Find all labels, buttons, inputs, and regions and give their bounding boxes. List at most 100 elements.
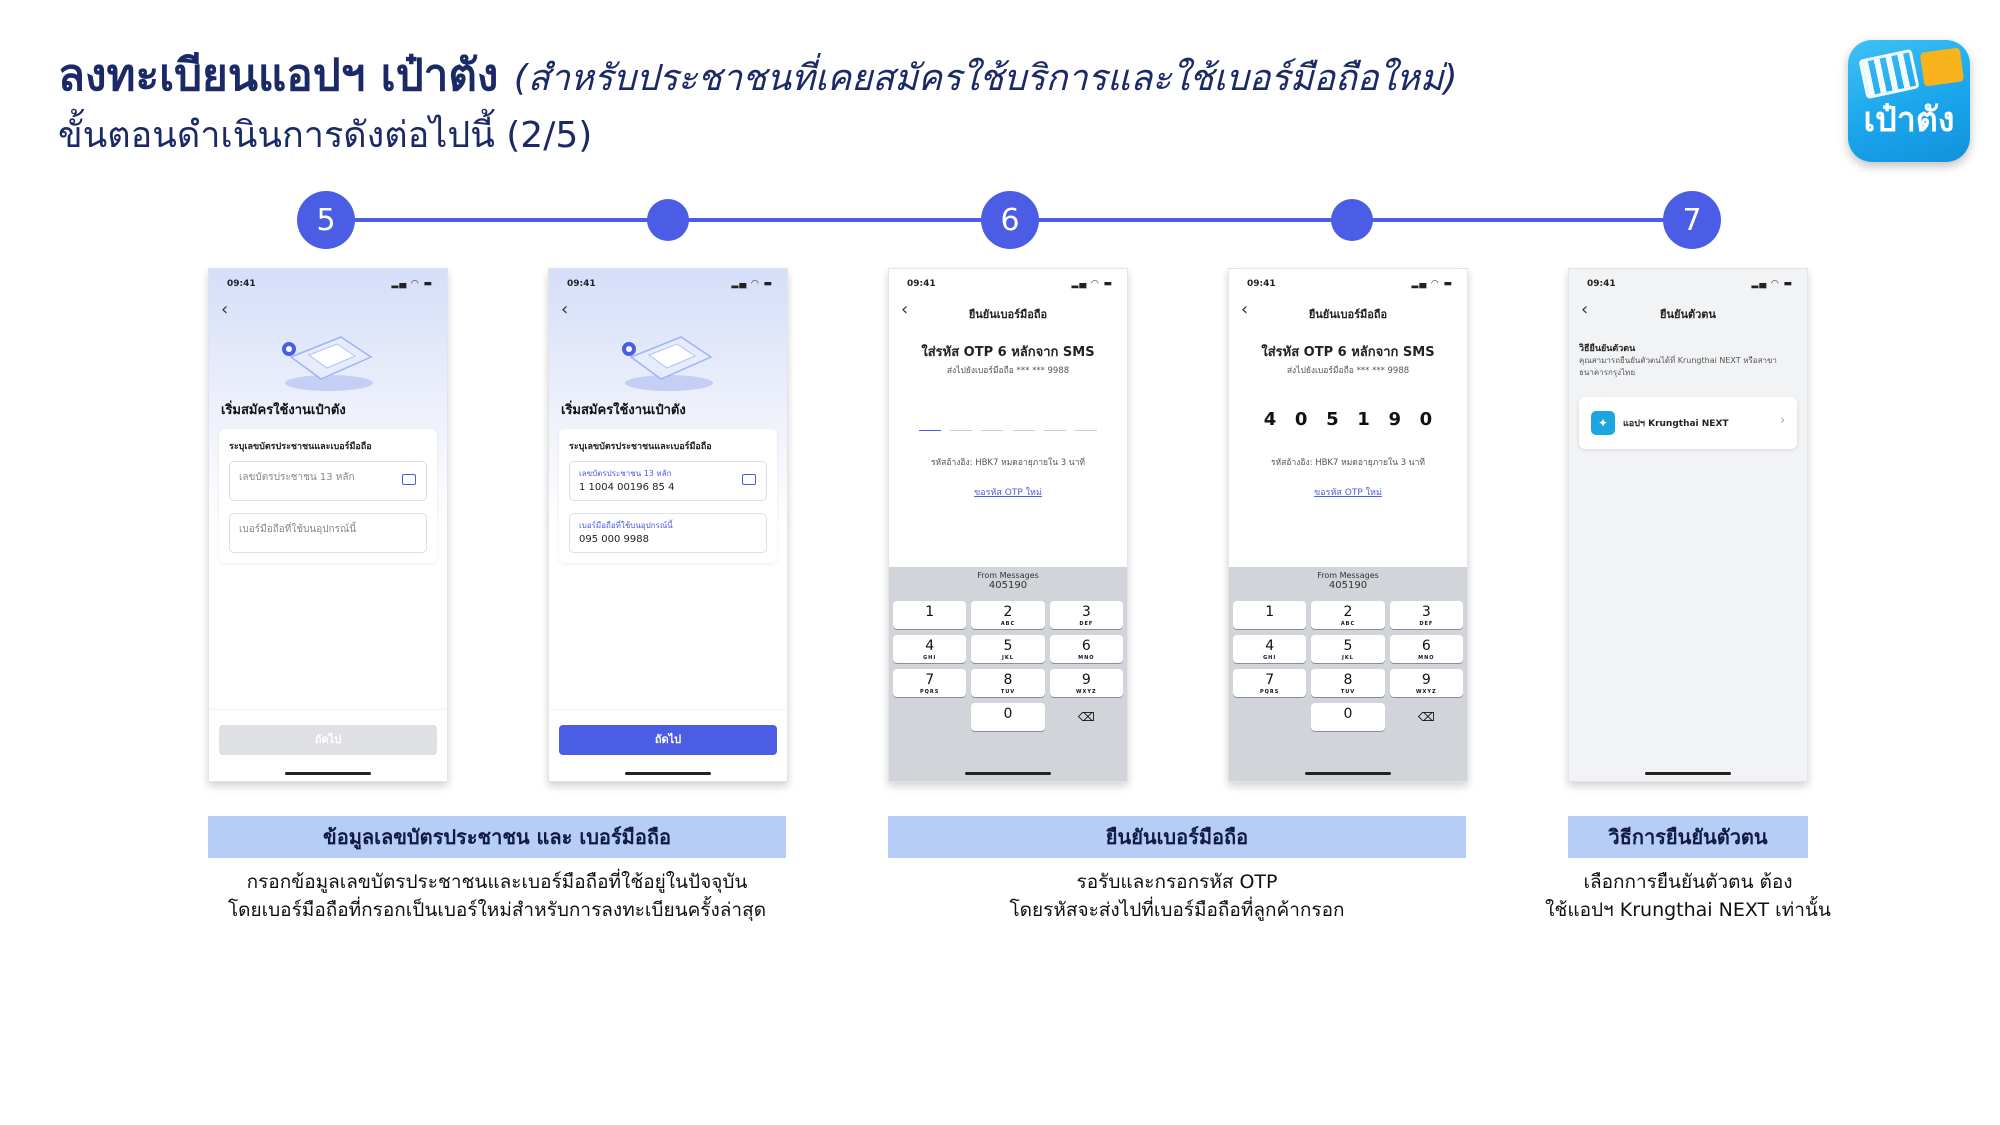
- resend-otp-link[interactable]: ขอรหัส OTP ใหม่: [1314, 488, 1382, 498]
- back-icon[interactable]: ‹: [901, 299, 909, 320]
- status-bar: 09:41▂▄ ◠ ▬: [1247, 279, 1453, 289]
- caption-1-title: ข้อมูลเลขบัตรประชาชน และ เบอร์มือถือ: [208, 816, 786, 858]
- otp-suggestion[interactable]: From Messages 405190: [977, 571, 1039, 591]
- krungthai-next-option[interactable]: ✦ แอปฯ Krungthai NEXT ›: [1579, 397, 1797, 449]
- phone-register-filled: 09:41▂▄ ◠ ▬ ‹ เริ่มสมัครใช้งานเป๋าตัง ระ…: [548, 268, 788, 782]
- id-card-illustration-icon: [622, 336, 713, 391]
- otp-suggestion[interactable]: From Messages 405190: [1317, 571, 1379, 591]
- verify-description: คุณสามารถยืนยันตัวตนได้ที่ Krungthai NEX…: [1579, 356, 1777, 377]
- camera-icon[interactable]: [742, 474, 756, 485]
- page-subtitle: ขั้นตอนดำเนินการดังต่อไปนี้ (2/5): [58, 115, 593, 156]
- register-heading: เริ่มสมัครใช้งานเป๋าตัง: [561, 403, 686, 418]
- home-indicator: [1645, 772, 1731, 775]
- otp-digit[interactable]: 1: [1357, 409, 1370, 430]
- id-phone-card: ระบุเลขบัตรประชาชนและเบอร์มือถือ เลขบัตร…: [559, 429, 777, 563]
- wallet-icon: [1919, 47, 1965, 87]
- page-title-note: (สำหรับประชาชนที่เคยสมัครใช้บริการและใช้…: [513, 58, 1458, 99]
- otp-sent-to: ส่งไปยังเบอร์มือถือ *** *** 9988: [1286, 366, 1410, 376]
- phone-number-input[interactable]: เบอร์มือถือที่ใช้บนอุปกรณ์นี้: [229, 513, 427, 553]
- home-indicator: [625, 772, 711, 775]
- step-node-dot: [647, 199, 689, 241]
- back-icon[interactable]: ‹: [1241, 299, 1249, 320]
- next-button-disabled[interactable]: ถัดไป: [219, 725, 437, 755]
- page-title-main: ลงทะเบียนแอปฯ เป๋าตัง: [58, 50, 499, 101]
- signal-icon: ▂▄ ◠ ▬: [1411, 279, 1453, 289]
- otp-digit[interactable]: 4: [1263, 409, 1277, 430]
- key-1[interactable]: 1: [1233, 601, 1307, 629]
- otp-digit[interactable]: [950, 409, 973, 431]
- back-icon[interactable]: ‹: [1581, 299, 1589, 320]
- card-label: ระบุเลขบัตรประชาชนและเบอร์มือถือ: [229, 442, 372, 452]
- next-button[interactable]: ถัดไป: [559, 725, 777, 755]
- otp-input[interactable]: 4 0 5 1 9 0: [1259, 409, 1437, 431]
- key-0[interactable]: 0: [971, 703, 1045, 731]
- status-bar: 09:41▂▄ ◠ ▬: [1587, 279, 1793, 289]
- phone-register-empty: 09:41▂▄ ◠ ▬ ‹ เริ่มสมัครใช้งานเป๋าตัง ระ…: [208, 268, 448, 782]
- signal-icon: ▂▄ ◠ ▬: [1751, 279, 1793, 289]
- home-indicator: [285, 772, 371, 775]
- camera-icon[interactable]: [402, 474, 416, 485]
- phone-number-input[interactable]: เบอร์มือถือที่ใช้บนอุปกรณ์นี้ 095 000 99…: [569, 513, 767, 553]
- chevron-right-icon: ›: [1780, 413, 1785, 427]
- otp-digit[interactable]: [1074, 409, 1097, 431]
- id-card-illustration-icon: [282, 336, 373, 391]
- phone-otp-filled: 09:41▂▄ ◠ ▬ ‹ ยืนยันเบอร์มือถือ ใส่รหัส …: [1228, 268, 1468, 782]
- id-number-input[interactable]: เลขบัตรประชาชน 13 หลัก: [229, 461, 427, 501]
- otp-digit[interactable]: [981, 409, 1004, 431]
- card-label: ระบุเลขบัตรประชาชนและเบอร์มือถือ: [569, 442, 712, 452]
- otp-digit[interactable]: 0: [1419, 409, 1433, 430]
- back-icon[interactable]: ‹: [561, 299, 569, 320]
- status-bar: 09:41▂▄ ◠ ▬: [567, 279, 773, 289]
- verify-method-title: วิธียืนยันตัวตน: [1579, 344, 1636, 354]
- register-heading: เริ่มสมัครใช้งานเป๋าตัง: [221, 403, 346, 418]
- step-node-dot: [1331, 199, 1373, 241]
- otp-header: ยืนยันเบอร์มือถือ: [968, 308, 1048, 321]
- id-number-input[interactable]: เลขบัตรประชาชน 13 หลัก 1 1004 00196 85 4: [569, 461, 767, 501]
- krungthai-next-label: แอปฯ Krungthai NEXT: [1623, 419, 1729, 429]
- step-node-6: 6: [981, 191, 1039, 249]
- key-1[interactable]: 1: [893, 601, 967, 629]
- otp-digit[interactable]: 0: [1294, 409, 1308, 430]
- signal-icon: ▂▄ ◠ ▬: [731, 279, 773, 289]
- otp-digit[interactable]: [1043, 409, 1066, 431]
- krungthai-logo-icon: ✦: [1591, 411, 1615, 435]
- otp-digit[interactable]: 9: [1388, 409, 1402, 430]
- back-icon[interactable]: ‹: [221, 299, 229, 320]
- page-title: ลงทะเบียนแอปฯ เป๋าตัง (สำหรับประชาชนที่เ…: [58, 40, 1458, 110]
- home-indicator: [965, 772, 1051, 775]
- phone-otp-empty: 09:41▂▄ ◠ ▬ ‹ ยืนยันเบอร์มือถือ ใส่รหัส …: [888, 268, 1128, 782]
- otp-title: ใส่รหัส OTP 6 หลักจาก SMS: [921, 345, 1095, 360]
- id-phone-card: ระบุเลขบัตรประชาชนและเบอร์มือถือ เลขบัตร…: [219, 429, 437, 563]
- otp-input[interactable]: [919, 409, 1097, 431]
- delete-key-icon[interactable]: ⌫: [1077, 710, 1095, 724]
- logo-text: เป๋าตัง: [1863, 100, 1955, 140]
- otp-digit[interactable]: [1012, 409, 1035, 431]
- otp-digit[interactable]: 5: [1326, 409, 1339, 430]
- resend-otp-link[interactable]: ขอรหัส OTP ใหม่: [974, 488, 1042, 498]
- caption-3-text: เลือกการยืนยันตัวตน ต้อง ใช้แอปฯ Krungth…: [1545, 871, 1831, 921]
- key-0[interactable]: 0: [1311, 703, 1385, 731]
- otp-ref: รหัสอ้างอิง: HBK7 หมดอายุภายใน 3 นาที: [1270, 458, 1425, 468]
- caption-3-title: วิธีการยืนยันตัวตน: [1568, 816, 1808, 858]
- step-node-5: 5: [297, 191, 355, 249]
- otp-digit[interactable]: [919, 409, 941, 431]
- delete-key-icon[interactable]: ⌫: [1417, 710, 1435, 724]
